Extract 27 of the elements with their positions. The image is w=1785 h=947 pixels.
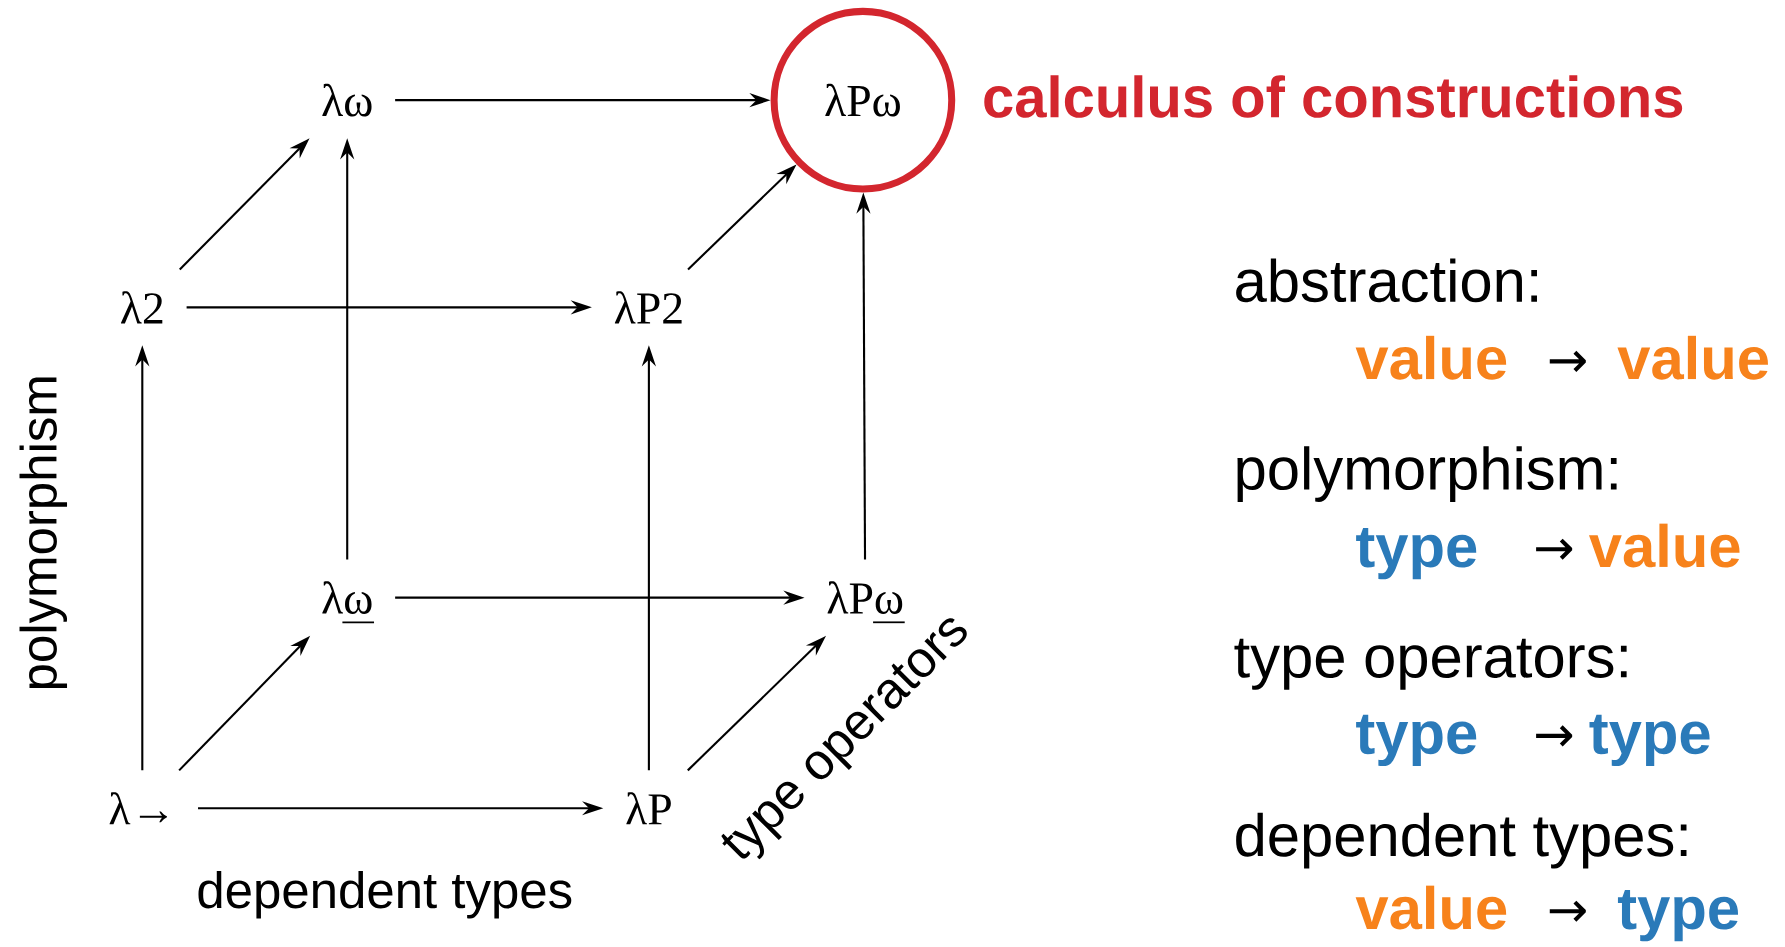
term-word: type	[1617, 889, 1739, 942]
term-word: value	[1355, 885, 1507, 930]
node-label: λPω	[827, 581, 906, 624]
term-heading: type operators:	[1234, 638, 1627, 690]
term-word: type	[1356, 714, 1477, 766]
arrow-glyph: →	[1549, 900, 1586, 922]
arrow-glyph: →	[1549, 350, 1586, 372]
arrow-glyph: →	[1536, 725, 1573, 747]
node-label: λ2	[121, 291, 163, 324]
node-label: λP	[626, 792, 671, 825]
term-word: value	[1617, 335, 1768, 380]
arrow-glyph: →	[1536, 538, 1573, 560]
term-word: type	[1589, 714, 1710, 766]
term-word: value	[1589, 523, 1740, 568]
node-label: λω	[322, 83, 372, 117]
axis-label: polymorphism	[19, 377, 68, 688]
node-label: λP2	[614, 291, 682, 324]
node-label: λω	[322, 581, 375, 624]
term-heading: abstraction:	[1236, 258, 1537, 303]
term-heading: dependent types:	[1236, 812, 1687, 869]
term-word: value	[1355, 335, 1507, 380]
caption-text: calculus of constructions	[984, 75, 1683, 118]
term-word: type	[1356, 527, 1477, 580]
axis-label: dependent types	[198, 870, 572, 919]
node-label: λ→	[109, 792, 167, 825]
node-label: λPω	[770, 7, 956, 193]
term-heading: polymorphism:	[1237, 446, 1617, 502]
